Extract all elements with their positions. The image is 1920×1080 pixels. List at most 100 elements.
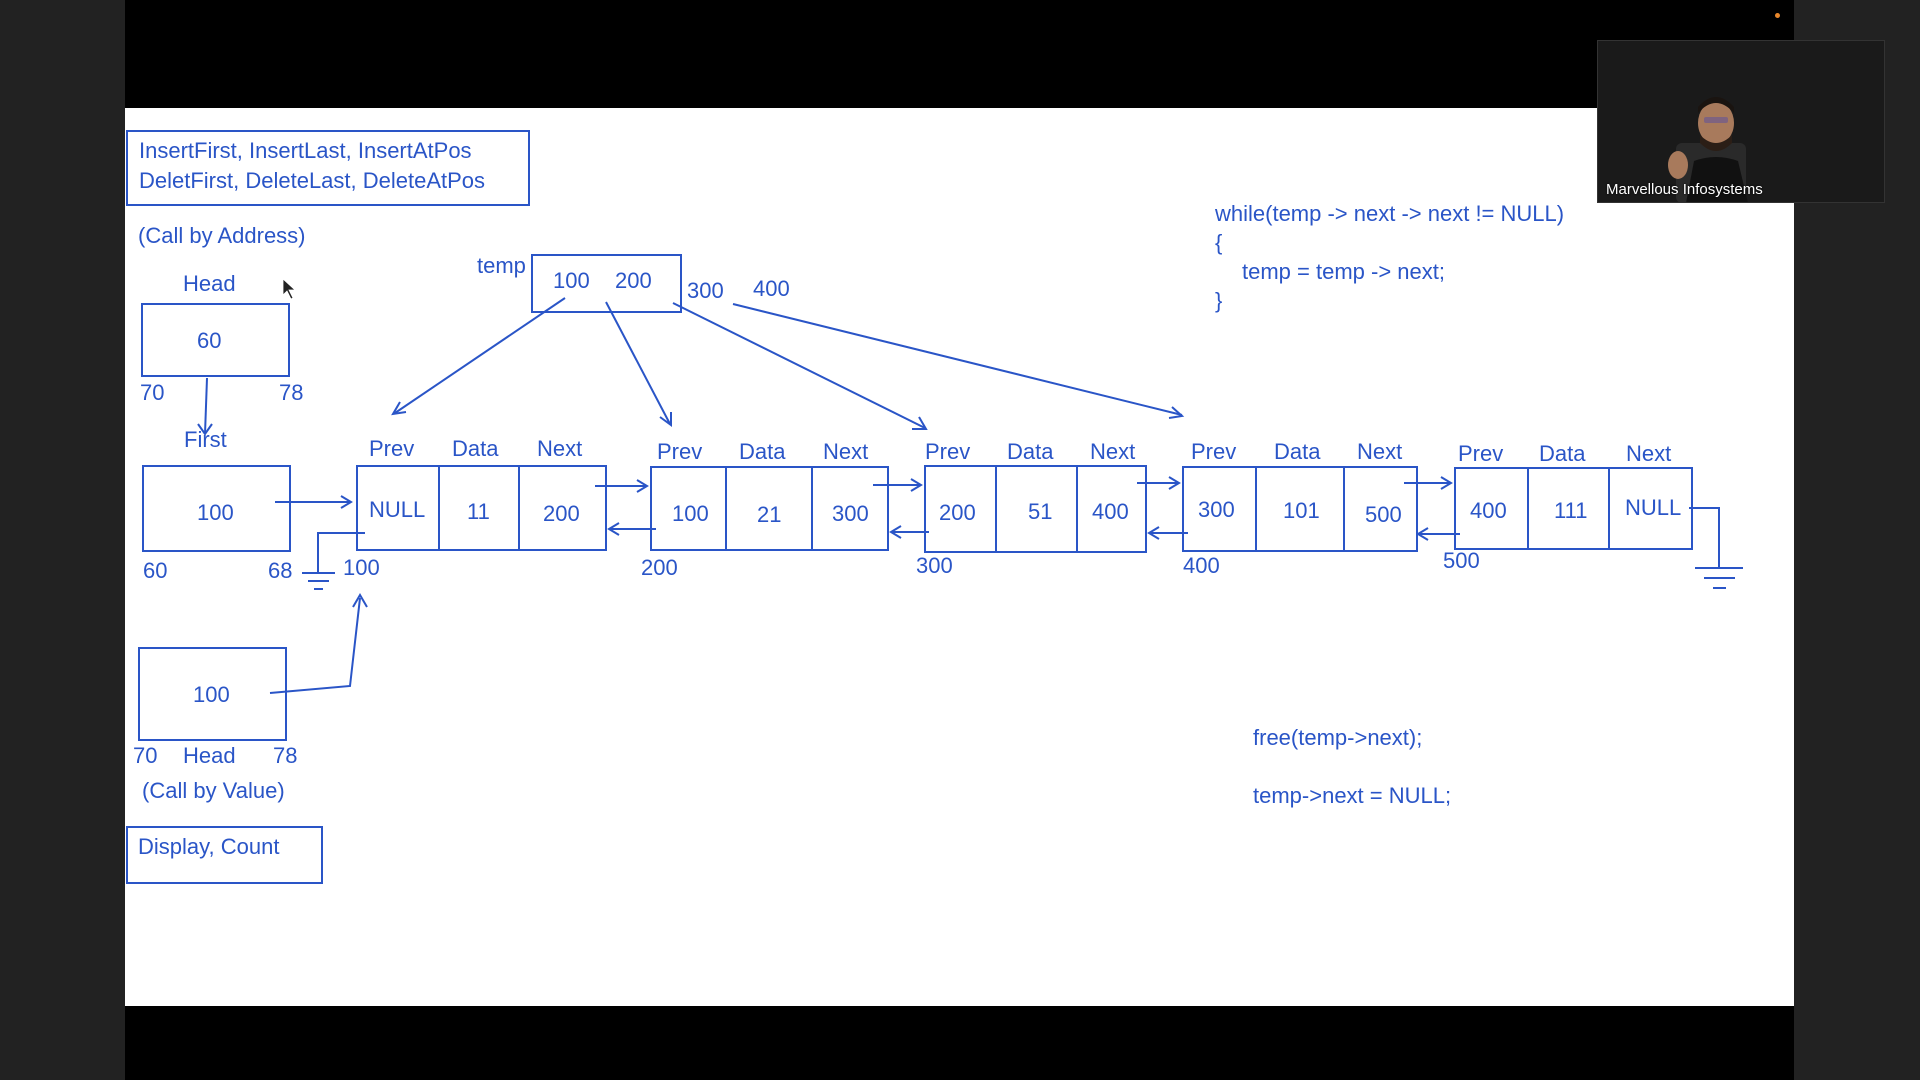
recording-indicator-icon bbox=[1775, 13, 1780, 18]
node3-next-label: Next bbox=[1090, 439, 1135, 464]
temp-arrow-1-head bbox=[391, 401, 407, 416]
temp-value-4: 400 bbox=[753, 276, 790, 301]
call-by-value-label: (Call by Value) bbox=[142, 778, 285, 803]
first-to-node1-arrowhead bbox=[340, 495, 353, 509]
temp-arrow-1 bbox=[394, 297, 566, 414]
node5-next-value: NULL bbox=[1625, 495, 1681, 520]
node5-address: 500 bbox=[1443, 548, 1480, 573]
node5-next-label: Next bbox=[1626, 441, 1671, 466]
head-copy-addr-end: 78 bbox=[273, 743, 297, 768]
participant-avatar-icon bbox=[1668, 97, 1748, 202]
node1-prev-value: NULL bbox=[369, 497, 425, 522]
node1-box bbox=[356, 465, 607, 551]
node4-next-label: Next bbox=[1357, 439, 1402, 464]
head-copy-value: 100 bbox=[193, 682, 230, 707]
temp-arrow-3-head bbox=[912, 416, 928, 430]
head-copy-to-node1-head bbox=[352, 593, 368, 608]
node3-data-value: 51 bbox=[1028, 499, 1052, 524]
node5-prev-value: 400 bbox=[1470, 498, 1507, 523]
node2-to-node3-head bbox=[910, 478, 923, 492]
first-label: First bbox=[184, 427, 227, 452]
node5-data-label: Data bbox=[1539, 441, 1586, 466]
node2-next-value: 300 bbox=[832, 501, 869, 526]
node5-to-node4-head bbox=[1416, 527, 1429, 541]
while-code-line-4: } bbox=[1215, 288, 1222, 313]
first-value: 100 bbox=[197, 500, 234, 525]
head-addr-start: 70 bbox=[140, 380, 164, 405]
node1-null-line bbox=[317, 532, 365, 573]
list-node-5: Prev Data Next 400 111 NULL 500 bbox=[1443, 441, 1693, 573]
node4-box bbox=[1182, 466, 1418, 552]
participant-video-tile[interactable]: Marvellous Infosystems bbox=[1597, 40, 1885, 203]
node4-prev-value: 300 bbox=[1198, 497, 1235, 522]
node4-prev-label: Prev bbox=[1191, 439, 1236, 464]
head-to-first-arrowhead bbox=[197, 423, 213, 436]
while-code-line-1: while(temp -> next -> next != NULL) bbox=[1214, 201, 1564, 226]
while-code-line-3: temp = temp -> next; bbox=[1242, 259, 1445, 284]
while-code-line-2: { bbox=[1215, 230, 1222, 255]
temp-arrow-3 bbox=[672, 302, 926, 429]
head-addr-end: 78 bbox=[279, 380, 303, 405]
display-count-box bbox=[126, 826, 323, 884]
node3-next-value: 400 bbox=[1092, 499, 1129, 524]
temp-box bbox=[531, 254, 682, 313]
temp-arrow-4 bbox=[732, 303, 1183, 416]
node1-next-label: Next bbox=[537, 436, 582, 461]
head-value: 60 bbox=[197, 328, 221, 353]
head-to-first-arrow bbox=[204, 377, 208, 435]
temp-value-2: 200 bbox=[615, 268, 652, 293]
first-box bbox=[142, 465, 291, 552]
head-copy-addr-start: 70 bbox=[133, 743, 157, 768]
node5-data-value: 111 bbox=[1554, 498, 1587, 523]
temp-value-3: 300 bbox=[687, 278, 724, 303]
node2-prev-value: 100 bbox=[672, 501, 709, 526]
operations-line-2: DeletFirst, DeleteLast, DeleteAtPos bbox=[139, 168, 485, 193]
operations-line-1: InsertFirst, InsertLast, InsertAtPos bbox=[139, 138, 472, 163]
node3-prev-value: 200 bbox=[939, 500, 976, 525]
head-box bbox=[141, 303, 290, 377]
free-code-line: free(temp->next); bbox=[1253, 725, 1422, 750]
node3-address: 300 bbox=[916, 553, 953, 578]
node5-null-line bbox=[1689, 507, 1720, 568]
list-node-1: Prev Data Next NULL 11 200 100 bbox=[343, 436, 607, 580]
left-margin bbox=[0, 0, 125, 1080]
node4-address: 400 bbox=[1183, 553, 1220, 578]
first-addr-end: 68 bbox=[268, 558, 292, 583]
head-copy-box bbox=[138, 647, 287, 741]
list-node-4: Prev Data Next 300 101 500 400 bbox=[1182, 439, 1418, 578]
node3-box bbox=[924, 465, 1147, 553]
head-copy-label: Head bbox=[183, 743, 236, 768]
mouse-cursor-icon bbox=[282, 278, 297, 300]
node1-to-node2-head bbox=[636, 479, 649, 493]
head-copy-to-node1-arrow bbox=[269, 597, 361, 694]
node2-box bbox=[650, 466, 889, 551]
node1-data-label: Data bbox=[452, 436, 499, 461]
operations-box bbox=[126, 130, 530, 206]
node4-to-node3-head bbox=[1147, 526, 1160, 540]
linked-list-diagram: InsertFirst, InsertLast, InsertAtPos Del… bbox=[126, 130, 1743, 884]
node1-prev-label: Prev bbox=[369, 436, 414, 461]
node3-prev-label: Prev bbox=[925, 439, 970, 464]
list-node-2: Prev Data Next 100 21 300 200 bbox=[641, 439, 889, 580]
node5-prev-label: Prev bbox=[1458, 441, 1503, 466]
temp-label: temp bbox=[477, 253, 526, 278]
node4-next-value: 500 bbox=[1365, 502, 1402, 527]
node2-to-node1-head bbox=[607, 522, 620, 536]
first-addr-start: 60 bbox=[143, 558, 167, 583]
node3-to-node4-head bbox=[1168, 476, 1181, 490]
temp-value-1: 100 bbox=[553, 268, 590, 293]
node1-data-value: 11 bbox=[467, 499, 490, 524]
node2-data-value: 21 bbox=[757, 502, 781, 527]
list-node-3: Prev Data Next 200 51 400 300 bbox=[916, 439, 1147, 578]
display-count-label: Display, Count bbox=[138, 834, 279, 859]
node3-data-label: Data bbox=[1007, 439, 1054, 464]
head-label: Head bbox=[183, 271, 236, 296]
node4-data-label: Data bbox=[1274, 439, 1321, 464]
node2-next-label: Next bbox=[823, 439, 868, 464]
participant-name: Marvellous Infosystems bbox=[1606, 181, 1763, 198]
node2-address: 200 bbox=[641, 555, 678, 580]
node1-address: 100 bbox=[343, 555, 380, 580]
call-by-address-label: (Call by Address) bbox=[138, 223, 306, 248]
node4-to-node5-head bbox=[1440, 476, 1453, 490]
node2-prev-label: Prev bbox=[657, 439, 702, 464]
